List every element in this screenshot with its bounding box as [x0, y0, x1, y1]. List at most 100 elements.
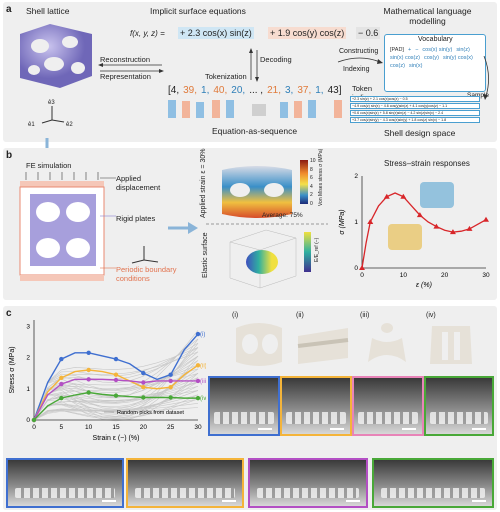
data-point — [59, 395, 64, 401]
fe-simulation-title: FE simulation — [26, 161, 72, 170]
shell-lattice-image — [20, 24, 92, 88]
constructing-arc — [337, 57, 383, 64]
y-tick-label: 1 — [26, 386, 30, 393]
dataset-curve — [33, 407, 199, 421]
dataset-curve — [33, 394, 199, 421]
data-point — [168, 384, 173, 390]
average-label: Average: 75% — [262, 212, 303, 219]
printed-sample-photo-i — [208, 376, 280, 436]
sample-label-ii: (ii) — [296, 312, 304, 319]
reconstruction-arrows — [98, 63, 164, 73]
x-axis-label: ε (%) — [416, 282, 432, 289]
tokenize-arrows — [249, 48, 259, 82]
x-tick-label: 5 — [60, 424, 64, 431]
math-modelling-text: Mathematical language modelling — [383, 6, 472, 26]
embedding-bars — [168, 100, 342, 118]
elastic-colorbar-label: E/E_ref (−) — [314, 238, 320, 262]
vocab-item: [PAD] — [390, 47, 404, 53]
applied-displacement-label: Applied displacement — [116, 174, 176, 192]
printed-sample-photo-v — [6, 458, 124, 508]
scale-bar — [402, 428, 416, 430]
vm-tick: 0 — [310, 200, 313, 207]
equation-term-3: − 0.6 — [356, 27, 381, 39]
von-mises-text: Von Mises stress σ (MPa) — [318, 148, 324, 206]
data-point — [141, 395, 146, 400]
token: 39, — [183, 85, 198, 96]
panel-b-label: b — [6, 150, 13, 161]
data-point — [416, 212, 423, 218]
panel-a-label: a — [6, 4, 12, 15]
equation-term-2: + 1.9 cos(y) cos(z) — [268, 27, 347, 39]
printed-sample-photo-vi — [126, 458, 244, 508]
x-tick-label: 30 — [482, 272, 490, 279]
vocab-item: cos(x) sin(y) — [422, 47, 453, 53]
data-point — [113, 393, 119, 398]
series-label: (iii) — [200, 379, 206, 385]
math-modelling-title: Mathematical language modelling — [370, 6, 485, 26]
data-point — [86, 390, 91, 395]
applied-strain-label: Applied strain ε = 30% — [200, 149, 207, 218]
x-axis-label: Strain ε (−) (%) — [93, 435, 140, 442]
data-point — [141, 380, 146, 385]
data-point — [141, 370, 146, 376]
equation-lhs: f(x, y, z) = — [130, 29, 165, 38]
printed-sample-photo-vii — [248, 458, 368, 508]
token: [4, — [168, 85, 180, 96]
fe-callout-lines — [100, 177, 116, 269]
axis-e3: ê3 — [48, 100, 55, 106]
data-point — [367, 219, 374, 224]
legend-label: Random picks from dataset — [117, 410, 184, 416]
elastic-surface-label: Elastic surface — [202, 232, 209, 278]
design-equation: +3.7 cos(z)sin(y) − 4.3 cos(x)sin(y) + 1… — [350, 117, 480, 123]
scale-bar — [222, 500, 236, 502]
token: 21, — [267, 85, 281, 96]
von-mises-label: Von Mises stress σ (MPa) — [318, 149, 324, 206]
token: 37, — [297, 85, 312, 96]
x-tick-label: 25 — [167, 424, 175, 431]
equation-as-sequence-label: Equation-as-sequence — [212, 126, 298, 136]
periodic-bc-label: Periodic boundary conditions — [116, 265, 186, 283]
data-point — [195, 331, 201, 337]
sample-rib — [381, 487, 485, 498]
sample-rib — [134, 487, 236, 498]
design-space-list: +2.3 sin(z) + 2.1 cos(x)cos(z) − 0.5 −4.… — [350, 96, 480, 123]
token: 43] — [327, 85, 342, 96]
decoding-label: Decoding — [260, 55, 292, 64]
data-point — [195, 363, 201, 368]
scale-bar — [472, 428, 486, 430]
sample-rib — [358, 411, 418, 424]
applied-strain-text: Applied strain ε = 30% — [200, 148, 207, 218]
vocab-item: − — [415, 47, 419, 53]
scale-bar — [472, 500, 486, 502]
data-point — [168, 372, 173, 377]
y-tick-label: 0 — [26, 417, 30, 424]
x-tick-label: 20 — [441, 272, 449, 279]
vm-tick: 2 — [310, 192, 313, 198]
sample-label-i: (i) — [232, 312, 239, 319]
tokenization-label: Tokenization — [205, 72, 247, 81]
vocab-item: sin(x) cos(z) — [390, 55, 420, 61]
y-axis-label: Stress σ (MPa) — [9, 346, 16, 393]
reconstruction-label: Reconstruction — [100, 55, 151, 64]
sample-rib — [214, 411, 274, 424]
scale-bar — [330, 428, 344, 430]
sample-arrow — [483, 56, 489, 100]
vocab-item: sin(y) cos(x) — [442, 55, 473, 61]
y-tick-label: 1 — [354, 219, 358, 226]
x-tick-label: 15 — [112, 424, 120, 431]
vocabulary-title: Vocabulary — [418, 36, 453, 43]
data-point — [483, 216, 489, 222]
vocab-item: cos(z) — [390, 63, 405, 69]
axis-triad — [41, 106, 65, 124]
data-point — [86, 377, 91, 382]
implicit-equations-title: Implicit surface equations — [150, 6, 246, 16]
token: 40, — [213, 85, 228, 96]
design-equation: +2.3 sin(z) + 2.1 cos(x)cos(z) − 0.5 — [350, 96, 480, 102]
data-point — [195, 395, 201, 401]
process-arrow — [168, 222, 198, 234]
fe-model — [19, 172, 105, 281]
dataset-curve — [33, 338, 199, 421]
data-point — [359, 265, 365, 270]
